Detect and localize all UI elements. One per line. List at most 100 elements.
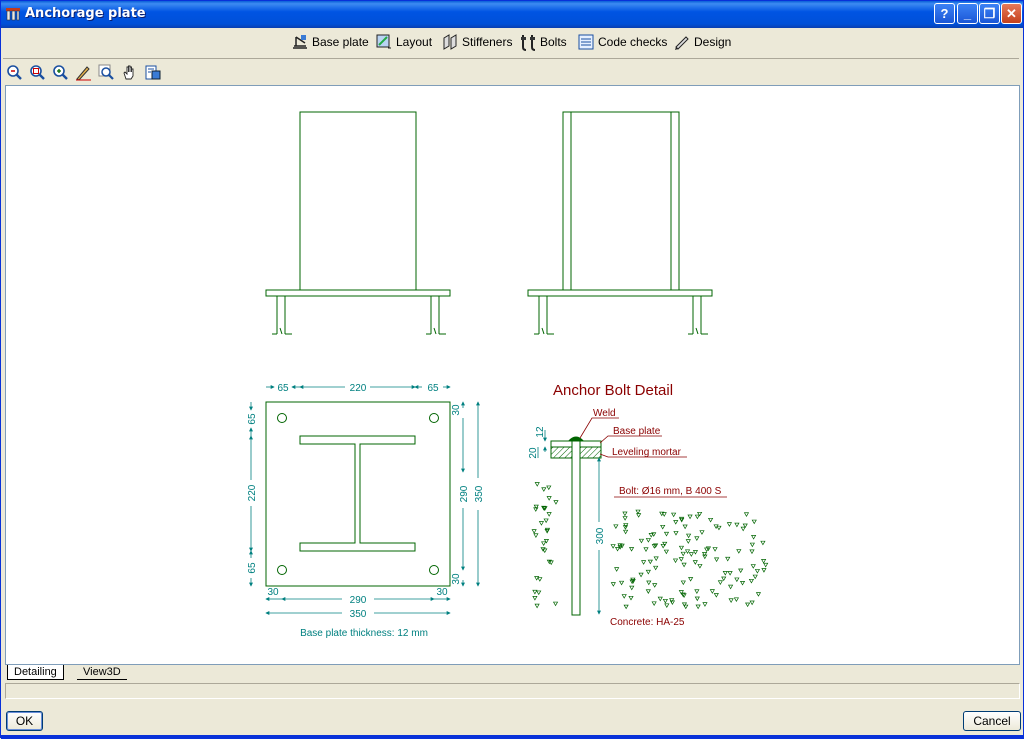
concrete-mark	[752, 574, 758, 580]
concrete-mark	[709, 589, 715, 594]
concrete-mark	[543, 538, 550, 544]
concrete-mark	[694, 536, 700, 541]
concrete-mark	[537, 577, 543, 582]
dim-left-top: 65	[247, 413, 258, 425]
print-icon[interactable]	[143, 63, 162, 82]
concrete-mark	[653, 565, 659, 571]
help-button[interactable]: ?	[934, 3, 955, 24]
concrete-mark	[727, 571, 733, 576]
minimize-button[interactable]: _	[957, 3, 978, 24]
bolts-icon	[521, 35, 536, 51]
concrete-mark	[745, 602, 751, 608]
concrete-mark	[660, 543, 666, 549]
concrete-mark	[702, 602, 708, 607]
cancel-button[interactable]: Cancel	[963, 711, 1021, 731]
concrete-mark	[663, 549, 669, 555]
anchor-bolt-detail	[550, 436, 602, 616]
restore-button[interactable]: ❐	[979, 3, 1000, 24]
concrete-mark	[750, 564, 756, 569]
concrete-mark	[532, 589, 538, 595]
detail-labels: Weld Base plate Leveling mortar Bolt: Ø1…	[593, 408, 722, 628]
dim-bot-right: 30	[436, 587, 448, 598]
main-toolbar: Base plate Layout Stiffeners Bolts Code …	[1, 28, 1023, 56]
close-button[interactable]: ✕	[1001, 3, 1022, 24]
concrete-mark	[682, 524, 688, 530]
concrete-mark	[614, 546, 621, 552]
title-bar[interactable]: Anchorage plate ? _ ❐ ✕	[1, 1, 1023, 28]
tab-detailing[interactable]: Detailing	[7, 665, 64, 680]
dim-right-mid: 290	[459, 485, 470, 502]
concrete-mark	[613, 524, 619, 530]
plan-view	[265, 401, 451, 587]
concrete-mark	[742, 523, 748, 529]
concrete-mark	[761, 568, 767, 573]
app-icon	[6, 8, 20, 21]
concrete-mark	[694, 514, 700, 520]
zoom-search-icon[interactable]	[97, 63, 116, 82]
concrete-mark	[533, 533, 539, 538]
zoom-extents-icon[interactable]	[51, 63, 70, 82]
drawing-canvas[interactable]: 65 220 65 65 220 65 30 290 30 350 30 290…	[5, 85, 1020, 665]
bolts-label: Bolts	[540, 35, 567, 49]
concrete-mark	[713, 593, 719, 598]
concrete-mark	[617, 543, 623, 548]
concrete-mark	[751, 519, 757, 525]
concrete-mark	[610, 582, 616, 587]
concrete-mark	[739, 580, 746, 586]
design-icon	[675, 36, 689, 50]
ok-button[interactable]: OK	[6, 711, 43, 731]
concrete-mark	[622, 516, 628, 521]
concrete-mark	[755, 592, 762, 597]
concrete-mark	[534, 576, 540, 581]
label-base-plate: Base plate	[613, 426, 661, 437]
stiffeners-button[interactable]: Stiffeners	[441, 32, 512, 52]
tab-view3d[interactable]: View3D	[77, 665, 127, 680]
design-button[interactable]: Design	[673, 32, 731, 52]
concrete-mark	[726, 522, 733, 527]
code-checks-button[interactable]: Code checks	[577, 32, 667, 52]
concrete-mark	[712, 547, 718, 552]
concrete-mark	[629, 585, 635, 591]
concrete-mark	[692, 560, 698, 565]
bolt-hole	[277, 565, 287, 575]
label-leveling-mortar: Leveling mortar	[612, 447, 682, 458]
concrete-mark	[662, 598, 668, 604]
concrete-mark	[748, 578, 755, 584]
concrete-mark	[648, 533, 654, 538]
concrete-mark	[543, 518, 549, 524]
bolts-button[interactable]: Bolts	[519, 32, 567, 52]
dim-20: 20	[528, 447, 539, 459]
pan-hand-icon[interactable]	[120, 63, 139, 82]
layout-button[interactable]: Layout	[375, 32, 432, 52]
concrete-mark	[694, 589, 700, 594]
concrete-mark	[636, 513, 642, 518]
concrete-mark	[738, 568, 744, 574]
concrete-mark	[749, 549, 755, 555]
concrete-mark	[645, 589, 651, 594]
concrete-mark	[680, 592, 686, 598]
concrete-mark	[652, 583, 658, 588]
dim-bot-total: 350	[350, 609, 367, 620]
anchorage-drawing: 65 220 65 65 220 65 30 290 30 350 30 290…	[247, 111, 769, 639]
concrete-mark	[542, 548, 548, 554]
concrete-mark	[623, 523, 629, 528]
concrete-mark	[717, 580, 723, 585]
concrete-mark	[697, 511, 703, 517]
zoom-window-icon[interactable]	[28, 63, 47, 82]
concrete-mark	[749, 542, 755, 548]
concrete-mark	[643, 547, 649, 552]
concrete-mark	[701, 551, 708, 557]
base-plate-button[interactable]: Base plate	[291, 32, 369, 52]
concrete-mark	[733, 597, 739, 603]
concrete-mark	[694, 596, 700, 602]
concrete-mark	[546, 559, 552, 565]
pencil-icon[interactable]	[74, 63, 93, 82]
zoom-previous-icon[interactable]	[5, 63, 24, 82]
concrete-mark	[618, 580, 625, 586]
concrete-mark	[743, 512, 750, 517]
concrete-mark	[614, 567, 620, 572]
dim-left-mid: 220	[247, 484, 258, 501]
concrete-mark	[628, 547, 635, 552]
toolbar-separator	[3, 58, 1019, 59]
